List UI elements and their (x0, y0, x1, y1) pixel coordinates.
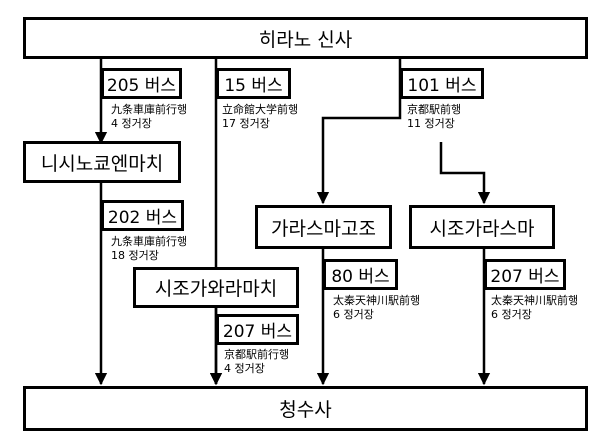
bus-label-207-shijo-kawaramachi: 207 버스 (216, 314, 299, 345)
stop-count-text: 6 정거장 (333, 308, 374, 321)
bus-label-101: 101 버스 (400, 68, 484, 99)
route-note-207-shijo-karasuma: 太秦天神川駅前행 6 정거장 (491, 294, 579, 322)
connector-101-b (439, 142, 491, 205)
destination-text: 京都駅前행 (407, 103, 462, 116)
route-note-80: 太秦天神川駅前행 6 정거장 (333, 294, 421, 322)
destination-text: 京都駅前行행 (224, 348, 290, 361)
station-nishinokyo-enmachi: 니시노쿄엔마치 (23, 141, 181, 183)
route-note-205: 九条車庫前行행 4 정거장 (111, 103, 188, 131)
destination-text: 立命館大学前행 (222, 103, 299, 116)
bus-label-202: 202 버스 (101, 200, 184, 231)
stop-count-text: 17 정거장 (222, 117, 270, 130)
station-karasuma-gojo: 가라스마고조 (255, 205, 392, 249)
stop-count-text: 18 정거장 (111, 249, 159, 262)
stop-count-text: 6 정거장 (491, 308, 532, 321)
station-shijo-karasuma: 시조가라스마 (409, 205, 555, 249)
route-note-15: 立命館大学前행 17 정거장 (222, 103, 299, 131)
connector-101 (316, 59, 402, 205)
stop-count-text: 11 정거장 (407, 117, 455, 130)
destination-text: 九条車庫前行행 (111, 103, 188, 116)
route-note-207-shijo-kawaramachi: 京都駅前行행 4 정거장 (224, 348, 290, 376)
bus-label-207-shijo-karasuma: 207 버스 (484, 259, 566, 290)
bus-label-15: 15 버스 (216, 68, 291, 99)
station-shijo-kawaramachi: 시조가와라마치 (133, 267, 299, 308)
stop-count-text: 4 정거장 (224, 362, 265, 375)
route-note-202: 九条車庫前行행 18 정거장 (111, 235, 188, 263)
stop-count-text: 4 정거장 (111, 117, 152, 130)
station-hirano: 히라노 신사 (23, 17, 588, 59)
bus-label-205: 205 버스 (101, 68, 182, 99)
destination-text: 太秦天神川駅前행 (333, 294, 421, 307)
route-note-101: 京都駅前행 11 정거장 (407, 103, 462, 131)
destination-text: 九条車庫前行행 (111, 235, 188, 248)
station-kiyomizu: 청수사 (23, 386, 588, 431)
destination-text: 太秦天神川駅前행 (491, 294, 579, 307)
bus-label-80: 80 버스 (323, 259, 398, 290)
